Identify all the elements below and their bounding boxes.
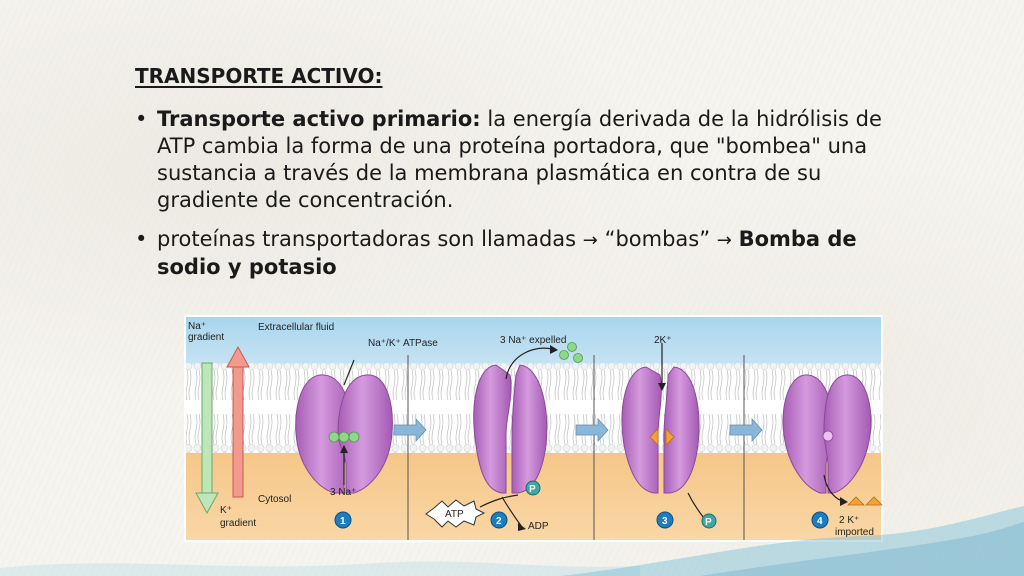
phosphate-icon xyxy=(525,480,541,496)
step-badge-3: 3 xyxy=(656,511,674,529)
k-gradient-label-1: K⁺ xyxy=(220,505,232,516)
step-badge-2: 2 xyxy=(490,511,508,529)
sodium-potassium-pump-figure: Na⁺ gradient Extracellular fluid Cytosol… xyxy=(184,315,883,542)
adp-label: ADP xyxy=(528,521,549,532)
three-na-label: 3 Na⁺ xyxy=(330,487,356,498)
step-badge-4: 4 xyxy=(811,511,829,529)
atp-burst-icon xyxy=(425,499,486,528)
bullet-dot: • xyxy=(135,107,148,131)
bullet-definition: la energía derivada de la hidrólisis de … xyxy=(157,107,882,212)
step-number-2: 2 xyxy=(496,516,502,527)
atpase-label: Na⁺/K⁺ ATPase xyxy=(368,338,438,349)
na-gradient-label-2: gradient xyxy=(188,332,224,343)
phosphate-icon xyxy=(701,513,717,529)
bullet-bold-term: Transporte activo primario: xyxy=(157,107,481,131)
pump-step-3: P xyxy=(621,343,717,529)
slide-heading: TRANSPORTE ACTIVO: xyxy=(135,64,383,88)
arrow-icon: → xyxy=(716,230,732,251)
step-number-4: 4 xyxy=(817,516,823,527)
step-badge-1: 1 xyxy=(334,511,352,529)
bullet-pumps-bold: Bomba de sodio y potasio xyxy=(157,227,857,279)
na-gradient-label-1: Na⁺ xyxy=(188,321,206,332)
transition-arrow-icon xyxy=(729,417,763,443)
transition-arrow-icon xyxy=(575,417,609,443)
pump-step-4 xyxy=(782,374,883,506)
atp-label: ATP xyxy=(445,509,464,520)
transition-arrow-icon xyxy=(393,417,427,443)
extracellular-region xyxy=(186,317,881,365)
arrow-icon: → xyxy=(582,230,598,251)
phosphate-label: P xyxy=(529,484,536,495)
bullet-pumps-text: proteínas transportadoras son llamadas xyxy=(157,227,583,251)
extracellular-label: Extracellular fluid xyxy=(258,322,334,333)
na-expelled-label: 3 Na⁺ expelled xyxy=(500,335,566,346)
k-imported-label-2: imported xyxy=(835,527,874,538)
pump-step-2 xyxy=(473,342,583,494)
phosphate-label: P xyxy=(705,517,712,528)
k-gradient-arrow xyxy=(226,345,250,498)
pump-step-1 xyxy=(295,359,393,494)
two-k-label: 2K⁺ xyxy=(654,335,672,346)
figure-svg: Na⁺ gradient Extracellular fluid Cytosol… xyxy=(184,315,883,542)
step-number-1: 1 xyxy=(340,516,346,527)
bullet-pumps: • proteínas transportadoras son llamadas… xyxy=(135,226,925,281)
bullet-primary-transport: • Transporte activo primario: la energía… xyxy=(135,106,925,214)
cytosol-label: Cytosol xyxy=(258,494,291,505)
bullet-dot: • xyxy=(135,227,148,251)
k-imported-label-1: 2 K⁺ xyxy=(839,515,859,526)
k-gradient-label-2: gradient xyxy=(220,518,256,529)
step-number-3: 3 xyxy=(662,516,668,527)
bullet-pumps-quote: “bombas” xyxy=(597,227,717,251)
na-gradient-arrow xyxy=(195,362,219,515)
slide-content: TRANSPORTE ACTIVO: • Transporte activo p… xyxy=(135,64,925,293)
